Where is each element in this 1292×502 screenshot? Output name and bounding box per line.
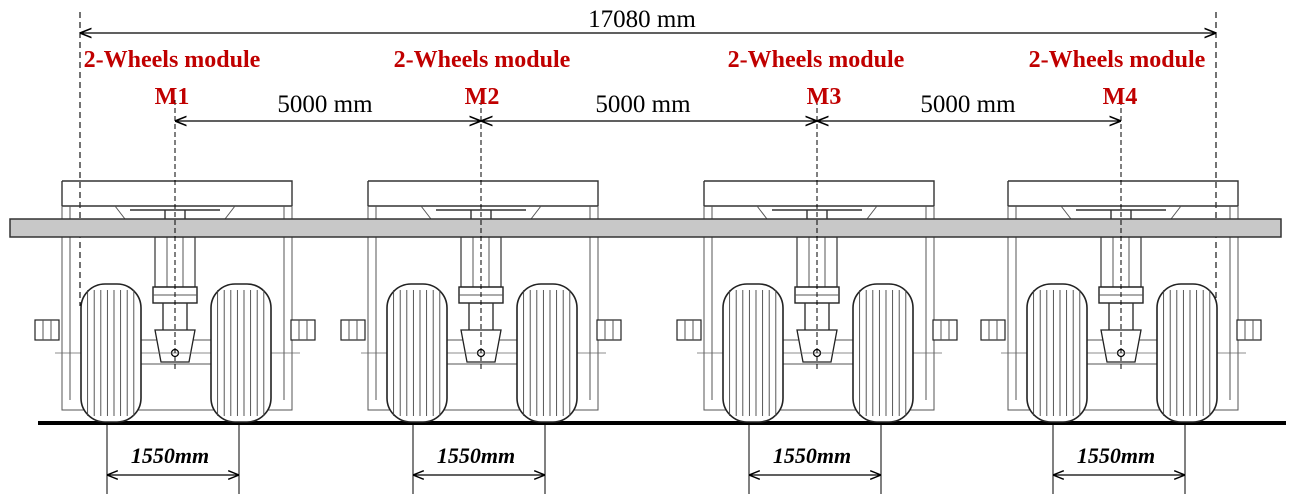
module-id-label: M4 [1103, 84, 1138, 110]
module-name-label: 2-Wheels module [728, 47, 905, 73]
hub-right-icon [596, 319, 622, 341]
wheelbase-label: 1550mm [1077, 443, 1155, 468]
module-id-label: M3 [807, 84, 842, 110]
wheel-right-icon [1156, 283, 1218, 423]
module-spacing-2: 5000 mm [481, 91, 817, 121]
wheel-right-icon [516, 283, 578, 423]
wheel-left-icon [386, 283, 448, 423]
modules-layer [34, 180, 1262, 423]
module-id-label: M2 [465, 84, 500, 110]
module-spacing-1: 5000 mm [175, 91, 481, 121]
hub-right-icon [290, 319, 316, 341]
wheelbase-label: 1550mm [131, 443, 209, 468]
spacing-label: 5000 mm [277, 91, 373, 118]
hub-right-icon [1236, 319, 1262, 341]
module-spacing-3: 5000 mm [817, 91, 1121, 121]
overall-length-label: 17080 mm [588, 6, 696, 33]
wheelbase-label: 1550mm [773, 443, 851, 468]
hub-left-icon [340, 319, 366, 341]
module-id-label: M1 [155, 84, 190, 110]
module-2 [340, 180, 622, 423]
spacing-label: 5000 mm [920, 91, 1016, 118]
module-3 [676, 180, 958, 423]
main-beam [9, 218, 1282, 238]
wheel-right-icon [210, 283, 272, 423]
wheel-left-icon [1026, 283, 1088, 423]
module-1 [34, 180, 316, 423]
spacing-label: 5000 mm [595, 91, 691, 118]
hub-left-icon [980, 319, 1006, 341]
wheel-right-icon [852, 283, 914, 423]
wheelbase-label: 1550mm [437, 443, 515, 468]
hub-left-icon [676, 319, 702, 341]
module-4 [980, 180, 1262, 423]
hub-left-icon [34, 319, 60, 341]
hub-right-icon [932, 319, 958, 341]
wheel-left-icon [722, 283, 784, 423]
module-name-label: 2-Wheels module [84, 47, 261, 73]
module-name-label: 2-Wheels module [394, 47, 571, 73]
module-name-label: 2-Wheels module [1029, 47, 1206, 73]
wheel-left-icon [80, 283, 142, 423]
